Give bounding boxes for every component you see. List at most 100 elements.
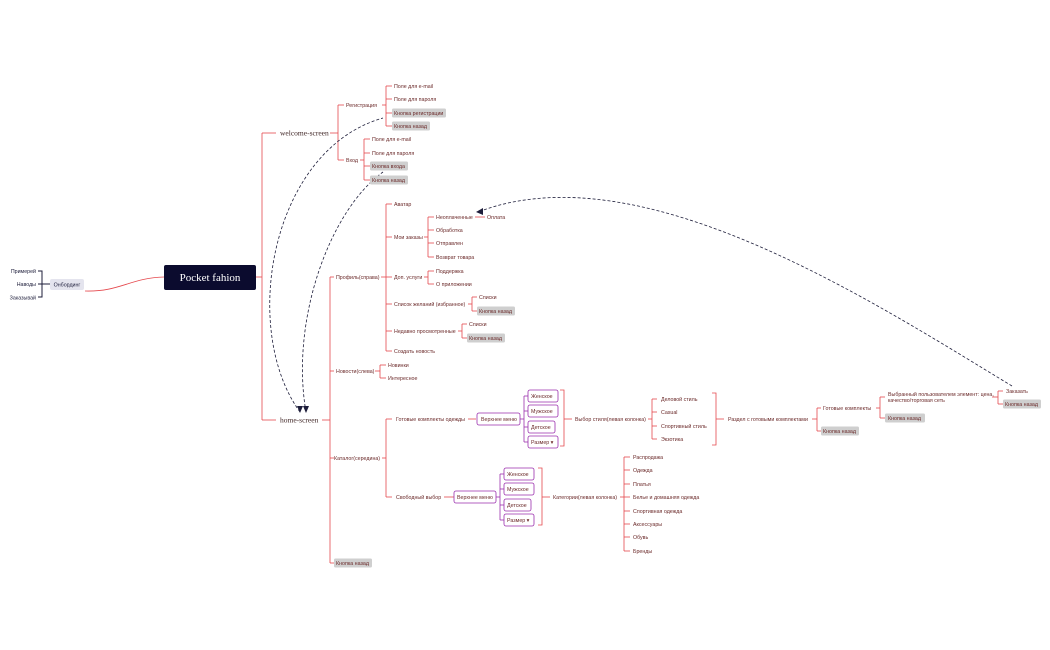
catalog-connectors xyxy=(538,389,1003,552)
about-node[interactable]: О приложении xyxy=(436,282,472,288)
recent-node[interactable]: Недавно просмотренные xyxy=(394,329,456,335)
free-choice-menu-men[interactable]: Мужское xyxy=(503,482,535,496)
menu-item-label: Женское xyxy=(531,394,553,400)
ready-sets-back-label: Кнопка назад xyxy=(823,429,856,435)
ready-sets-node[interactable]: Готовые комплекты одежды xyxy=(396,417,465,423)
selected-item-node[interactable]: Выбранный пользователем элемент: цена, xyxy=(888,391,994,398)
registration-password-field[interactable]: Поле для пароля xyxy=(394,97,436,103)
login-password-field[interactable]: Поле для пароля xyxy=(372,151,414,157)
free-choice-menu-kids[interactable]: Детское xyxy=(503,498,532,512)
news-node[interactable]: Новости(слева) xyxy=(336,369,375,375)
registration-back-label: Кнопка назад xyxy=(394,124,427,130)
catalog-node[interactable]: Каталог(середина) xyxy=(334,456,380,462)
connectors xyxy=(84,85,485,564)
registration-button-label: Кнопка регистрации xyxy=(394,111,443,117)
support-node[interactable]: Поддержка xyxy=(436,269,464,275)
registration-button-node[interactable]: Кнопка регистрации xyxy=(392,108,446,118)
services-node[interactable]: Доп. услуги xyxy=(394,275,422,281)
home-back-label: Кнопка назад xyxy=(336,561,369,567)
login-node[interactable]: Вход xyxy=(346,158,358,164)
selected-back-node[interactable]: Кнопка назад xyxy=(885,413,925,423)
style-item[interactable]: Экзотика xyxy=(661,437,683,443)
selected-back-label: Кнопка назад xyxy=(888,416,921,422)
login-button-label: Кнопка входа xyxy=(372,164,405,170)
login-email-field[interactable]: Поле для e-mail xyxy=(372,137,411,143)
orders-node[interactable]: Мои заказы xyxy=(394,235,423,241)
menu-item-label: Мужское xyxy=(531,409,553,415)
style-item[interactable]: Casual xyxy=(661,410,678,416)
category-item[interactable]: Аксессуары xyxy=(633,522,662,528)
free-choice-node[interactable]: Свободный выбор xyxy=(396,494,441,501)
onboarding-item[interactable]: Примерей xyxy=(11,268,36,275)
category-item[interactable]: Спортивная одежда xyxy=(633,509,682,515)
recent-back-label: Кнопка назад xyxy=(469,336,502,342)
login-back-label: Кнопка назад xyxy=(372,178,405,184)
registration-email-field[interactable]: Поле для e-mail xyxy=(394,84,433,90)
style-item[interactable]: Спортивный стиль xyxy=(661,423,707,430)
ready-sets-section-node[interactable]: Раздел с готовыми комплектами xyxy=(728,417,808,423)
ready-sets-menu-node[interactable]: Верхнее меню xyxy=(476,412,521,426)
menu-item-label: Женское xyxy=(507,472,529,478)
onboarding-label: Онбординг xyxy=(54,283,81,289)
ready-sets-menu-men[interactable]: Мужское xyxy=(527,404,559,418)
selected-item-node-line2: качество/торговая сеть xyxy=(888,398,945,404)
free-choice-menu-label: Верхнее меню xyxy=(457,495,493,501)
style-choice-node[interactable]: Выбор стиля(левая колонка) xyxy=(575,417,646,423)
news-interesting-node[interactable]: Интересное xyxy=(388,376,417,382)
menu-item-label: Размер ▾ xyxy=(531,440,554,446)
recent-lists-node[interactable]: Списки xyxy=(469,322,487,328)
category-item[interactable]: Обувь xyxy=(633,535,648,541)
menu-item-label: Детское xyxy=(531,425,551,431)
onboarding-item[interactable]: Заказывай xyxy=(10,295,36,302)
payment-node[interactable]: Оплата xyxy=(487,215,505,221)
recent-back-node[interactable]: Кнопка назад xyxy=(467,333,505,343)
order-status-item[interactable]: Неоплаченные xyxy=(436,215,473,221)
menu-item-label: Размер ▾ xyxy=(507,518,530,524)
avatar-node[interactable]: Аватар xyxy=(394,202,411,208)
home-screen-node[interactable]: home-screen xyxy=(280,416,319,425)
free-choice-menu-women[interactable]: Женское xyxy=(503,467,535,481)
category-item[interactable]: Распродажа xyxy=(633,455,663,461)
menu-item-label: Мужское xyxy=(507,487,529,493)
category-item[interactable]: Белье и домашняя одежда xyxy=(633,495,699,501)
root-node[interactable]: Pocket fahion xyxy=(164,265,256,290)
order-status-item[interactable]: Возврат товара xyxy=(436,255,474,261)
onboarding-bracket xyxy=(38,270,50,298)
root-label: Pocket fahion xyxy=(180,272,241,284)
home-back-node[interactable]: Кнопка назад xyxy=(334,558,372,568)
news-new-node[interactable]: Новинки xyxy=(388,363,409,369)
order-back-node[interactable]: Кнопка назад xyxy=(1003,399,1041,409)
order-status-item[interactable]: Отправлен xyxy=(436,241,463,247)
profile-node[interactable]: Профиль(справа) xyxy=(336,275,380,281)
create-news-node[interactable]: Создать новость xyxy=(394,349,435,355)
categories-node[interactable]: Категории(левая колонка) xyxy=(553,495,617,501)
category-item[interactable]: Платья xyxy=(633,482,651,488)
ready-sets-list-node[interactable]: Готовые комплекты xyxy=(823,406,871,412)
style-item[interactable]: Деловой стиль xyxy=(661,396,698,403)
free-choice-menu-size[interactable]: Размер ▾ xyxy=(503,513,535,527)
ready-sets-menu-kids[interactable]: Детское xyxy=(527,420,556,434)
category-item[interactable]: Одежда xyxy=(633,468,653,474)
onboarding-node[interactable]: Онбординг xyxy=(50,279,84,290)
category-item[interactable]: Бренды xyxy=(633,549,652,555)
onboarding-item[interactable]: Наводы xyxy=(17,282,36,288)
order-node[interactable]: Заказать xyxy=(1006,389,1028,395)
wishlist-back-node[interactable]: Кнопка назад xyxy=(477,306,515,316)
relation-arrowheads xyxy=(297,208,483,413)
registration-back-node[interactable]: Кнопка назад xyxy=(392,121,430,131)
registration-node[interactable]: Регистрация xyxy=(346,103,377,109)
order-back-label: Кнопка назад xyxy=(1005,402,1038,408)
wishlist-back-label: Кнопка назад xyxy=(479,309,512,315)
login-back-node[interactable]: Кнопка назад xyxy=(370,175,408,185)
ready-sets-menu-women[interactable]: Женское xyxy=(527,389,559,403)
ready-sets-back-node[interactable]: Кнопка назад xyxy=(821,426,859,436)
wishlist-node[interactable]: Список желаний (избранное) xyxy=(394,301,466,308)
relation-lines xyxy=(269,117,1013,413)
free-choice-menu-node[interactable]: Верхнее меню xyxy=(453,490,497,504)
login-button-node[interactable]: Кнопка входа xyxy=(370,161,408,171)
ready-sets-menu-size[interactable]: Размер ▾ xyxy=(527,435,559,449)
wishlist-lists-node[interactable]: Списки xyxy=(479,295,497,301)
order-status-item[interactable]: Обработка xyxy=(436,228,463,234)
welcome-screen-node[interactable]: welcome-screen xyxy=(280,129,329,138)
